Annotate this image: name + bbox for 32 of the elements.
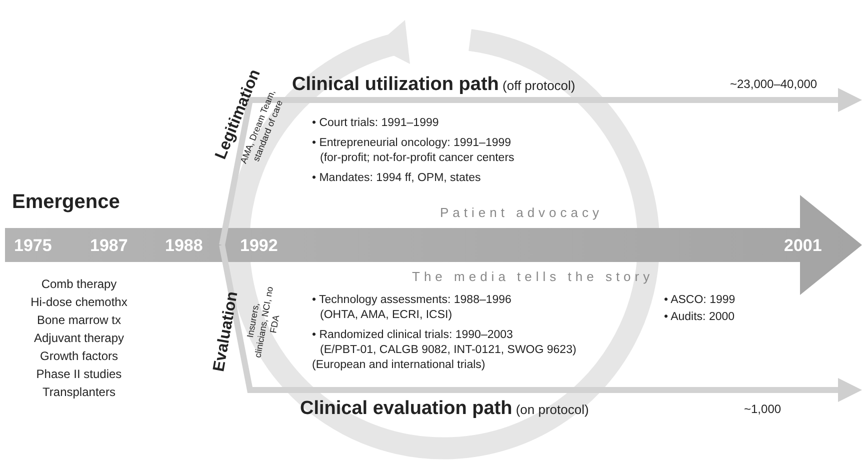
list-item: Growth factors <box>38 349 120 364</box>
path-value: ~1,000 <box>744 402 782 416</box>
list-item: Phase II studies <box>35 367 123 382</box>
path-title: Clinical utilization path (off protocol) <box>292 74 576 97</box>
year-label: 1987 <box>90 236 128 256</box>
bullet-note: (European and international trials) <box>312 359 486 373</box>
path-title: Clinical evaluation path (on protocol) <box>300 398 589 421</box>
heading: Emergence <box>12 190 120 214</box>
bullet-item: • Technology assessments: 1988–1996 <box>312 294 512 308</box>
year-label: 1988 <box>165 236 203 256</box>
bullet-note: (OHTA, AMA, ECRI, ICSI) <box>320 309 452 323</box>
bullet-item: • Court trials: 1991–1999 <box>312 117 439 131</box>
rotated-note: Insurers, clinicians, NCI, no FDA <box>244 284 282 360</box>
bullet-item: • Mandates: 1994 ff, OPM, states <box>312 172 481 186</box>
bullet-note: (for-profit; not-for-profit cancer centers <box>320 152 514 166</box>
list-item: Adjuvant therapy <box>32 331 126 346</box>
bullet-item: • ASCO: 1999 <box>664 294 736 308</box>
bullet-note: (E/PBT-01, CALGB 9082, INT-0121, SWOG 9623) <box>320 344 576 358</box>
list-item: Comb therapy <box>40 277 118 292</box>
rotated-heading: Evaluation <box>210 289 242 375</box>
list-item: Bone marrow tx <box>36 313 122 328</box>
year-label: 2001 <box>784 236 822 256</box>
bullet-item: • Audits: 2000 <box>664 311 735 325</box>
theme-label: The media tells the story <box>412 269 654 285</box>
bullet-item: • Randomized clinical trials: 1990–2003 <box>312 329 513 343</box>
theme-label: Patient advocacy <box>440 205 604 221</box>
bullet-item: • Entrepreneurial oncology: 1991–1999 <box>312 137 512 151</box>
list-item: Transplanters <box>42 385 116 400</box>
list-item: Hi-dose chemothx <box>30 295 128 310</box>
path-value: ~23,000–40,000 <box>730 77 818 92</box>
year-label: 1992 <box>240 236 278 256</box>
year-label: 1975 <box>14 236 52 256</box>
